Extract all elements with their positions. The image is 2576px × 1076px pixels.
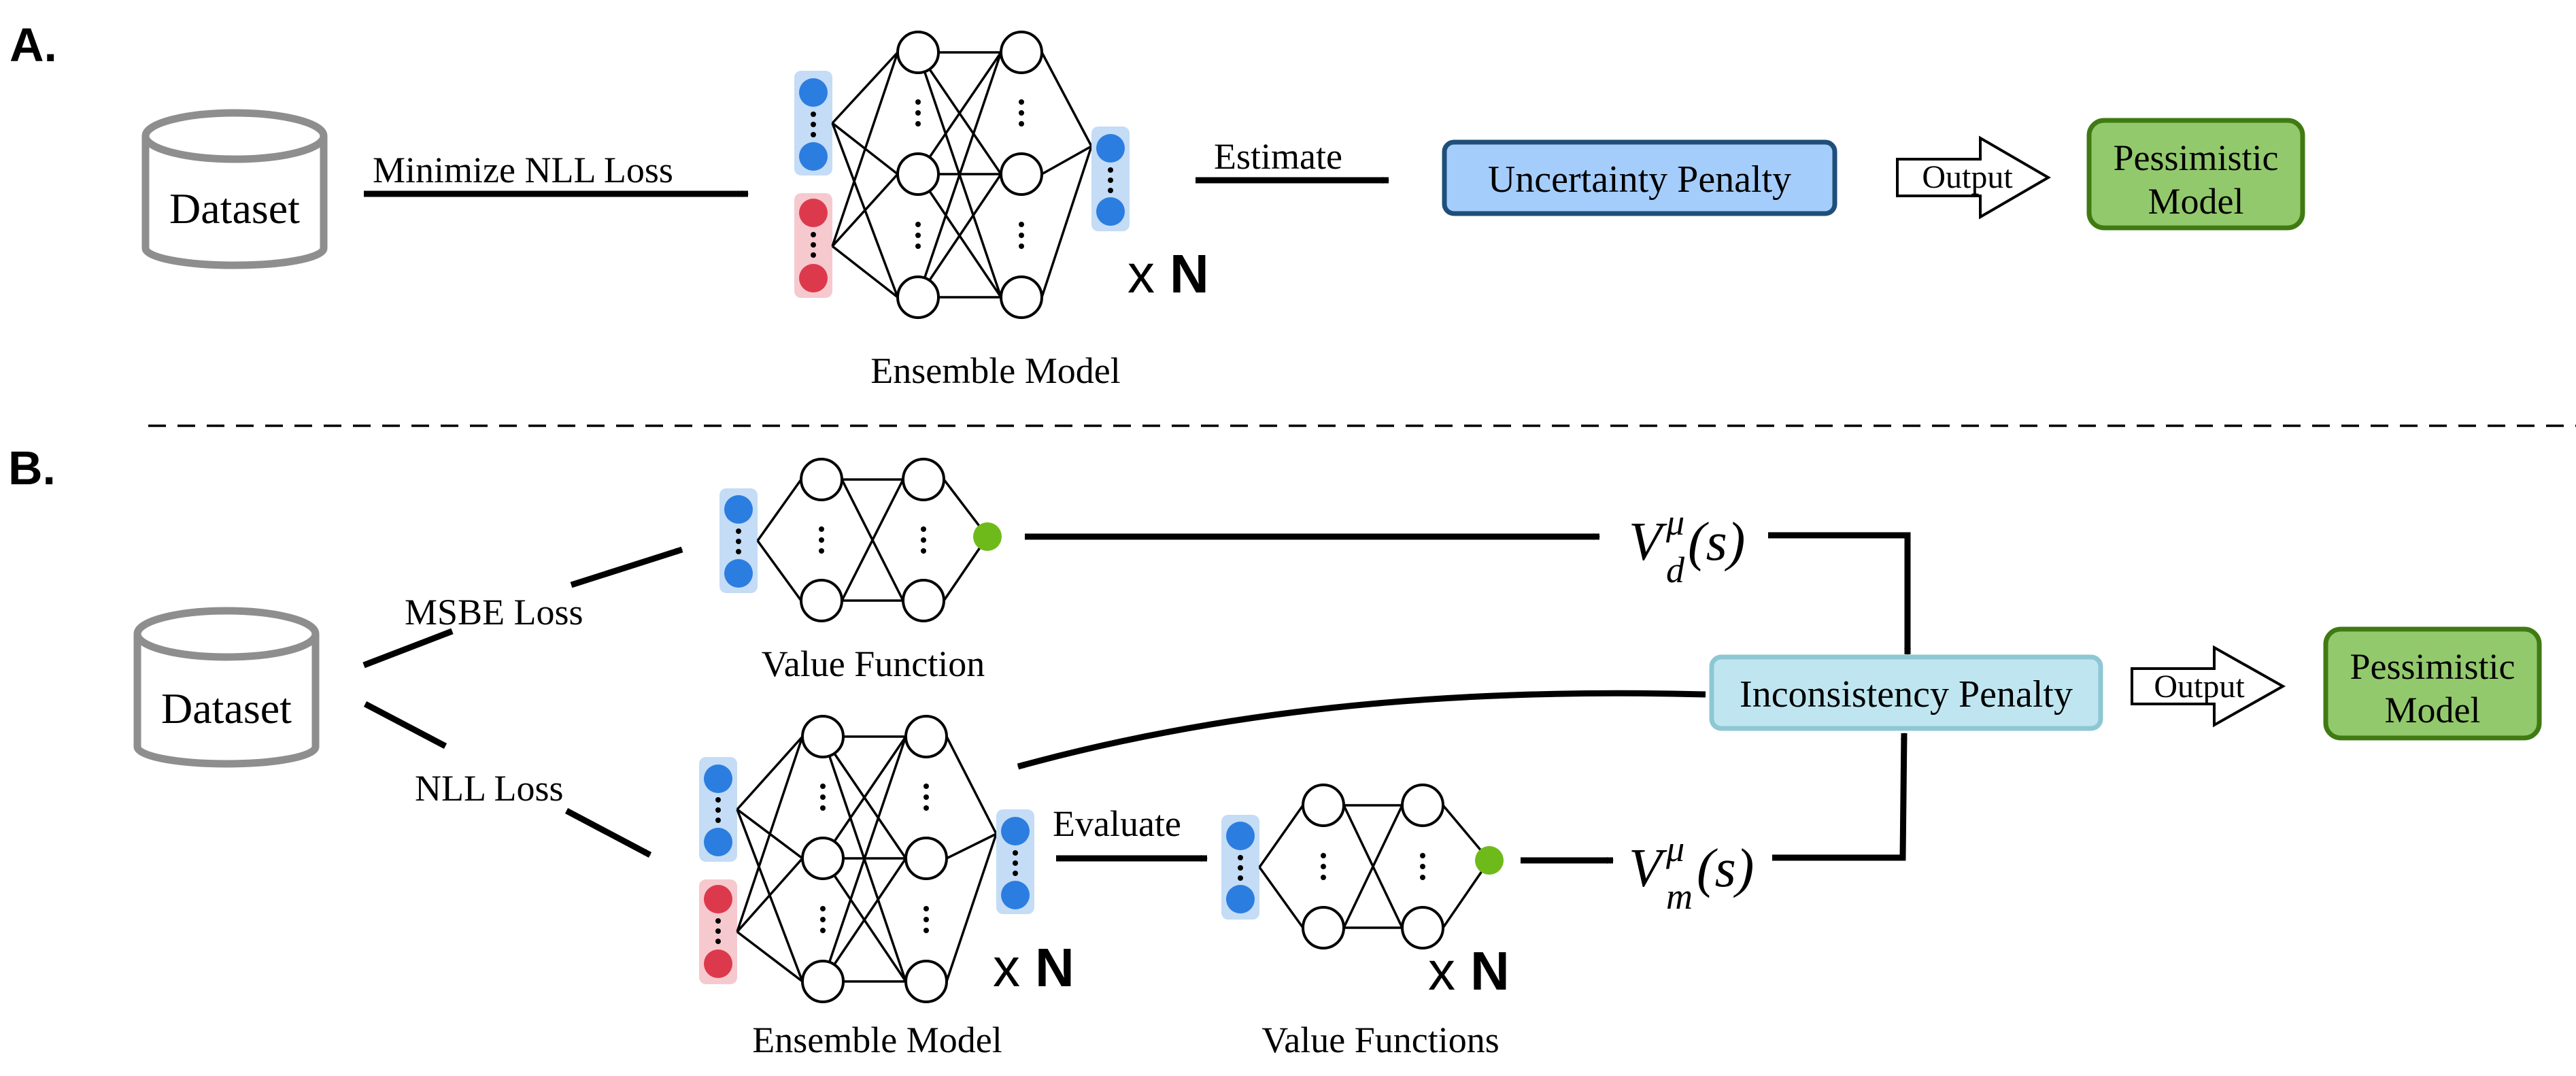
value-function-network	[719, 458, 1002, 622]
output-arrow-a	[1896, 135, 2051, 220]
dataset-label-b: Dataset	[161, 684, 292, 733]
dataset-cylinder-a: Dataset	[141, 109, 328, 269]
pessimistic-model-box-a	[2086, 118, 2305, 231]
edge-label-minimize-nll: Minimize NLL Loss	[373, 150, 673, 190]
panel-b-label: B.	[8, 441, 56, 494]
arrow-penalty-to-ensemble	[1017, 690, 1706, 770]
n-symbol-b-ensemble: N	[1035, 937, 1074, 998]
ensemble-network-a	[794, 31, 1130, 319]
n-symbol-a: N	[1170, 243, 1209, 304]
value-functions-label: Value Functions	[1261, 1020, 1499, 1060]
v-m-symbol: V	[1629, 839, 1667, 898]
panel-a-label: A.	[10, 18, 57, 71]
times-symbol-b-ensemble: x	[993, 937, 1020, 998]
ensemble-label-b: Ensemble Model	[752, 1020, 1002, 1060]
pessimistic-line1-a: Pessimistic	[2113, 137, 2278, 178]
inconsistency-penalty-label: Inconsistency Penalty	[1740, 673, 2073, 716]
value-functions-network	[1221, 784, 1504, 949]
v-d-sub: d	[1666, 550, 1685, 590]
v-m-mu: μ	[1665, 828, 1684, 869]
output-arrow-b	[2131, 645, 2286, 728]
output-label-b: Output	[2154, 669, 2245, 705]
edge-label-estimate: Estimate	[1214, 136, 1342, 177]
edge-label-nll: NLL Loss	[415, 768, 563, 809]
dataset-label-a: Dataset	[169, 184, 300, 233]
v-d-mu-s-label: V μ d (s)	[1629, 502, 1745, 590]
dataset-cylinder-b: Dataset	[133, 607, 320, 768]
v-d-arg: (s)	[1688, 512, 1745, 572]
arrow-vd-to-penalty	[1768, 532, 1911, 655]
uncertainty-penalty-box	[1442, 139, 1837, 216]
times-symbol-b-value: x	[1428, 941, 1455, 1001]
edge-label-msbe: MSBE Loss	[405, 592, 583, 633]
v-d-mu: μ	[1665, 502, 1684, 543]
v-d-symbol: V	[1629, 512, 1667, 572]
output-label-a: Output	[1922, 159, 2013, 195]
v-m-arg: (s)	[1697, 839, 1754, 898]
pessimistic-line2-a: Model	[2148, 181, 2244, 222]
v-m-sub: m	[1666, 876, 1693, 917]
times-symbol-a: x	[1128, 243, 1155, 304]
pessimistic-line1-b: Pessimistic	[2350, 646, 2515, 687]
n-symbol-b-value: N	[1470, 941, 1510, 1001]
uncertainty-penalty-label: Uncertainty Penalty	[1488, 158, 1791, 201]
edge-label-evaluate: Evaluate	[1053, 803, 1181, 844]
pessimistic-line2-b: Model	[2385, 690, 2481, 730]
ensemble-network-b	[699, 715, 1034, 1003]
value-function-label: Value Function	[762, 643, 985, 684]
arrow-nll	[363, 701, 650, 855]
v-m-mu-s-label: V μ m (s)	[1629, 828, 1754, 917]
arrow-msbe	[362, 550, 682, 669]
ensemble-label-a: Ensemble Model	[870, 350, 1120, 391]
arrow-vm-to-penalty	[1772, 733, 1908, 861]
pessimistic-model-box-b	[2323, 626, 2542, 741]
inconsistency-penalty-box	[1709, 654, 2103, 731]
